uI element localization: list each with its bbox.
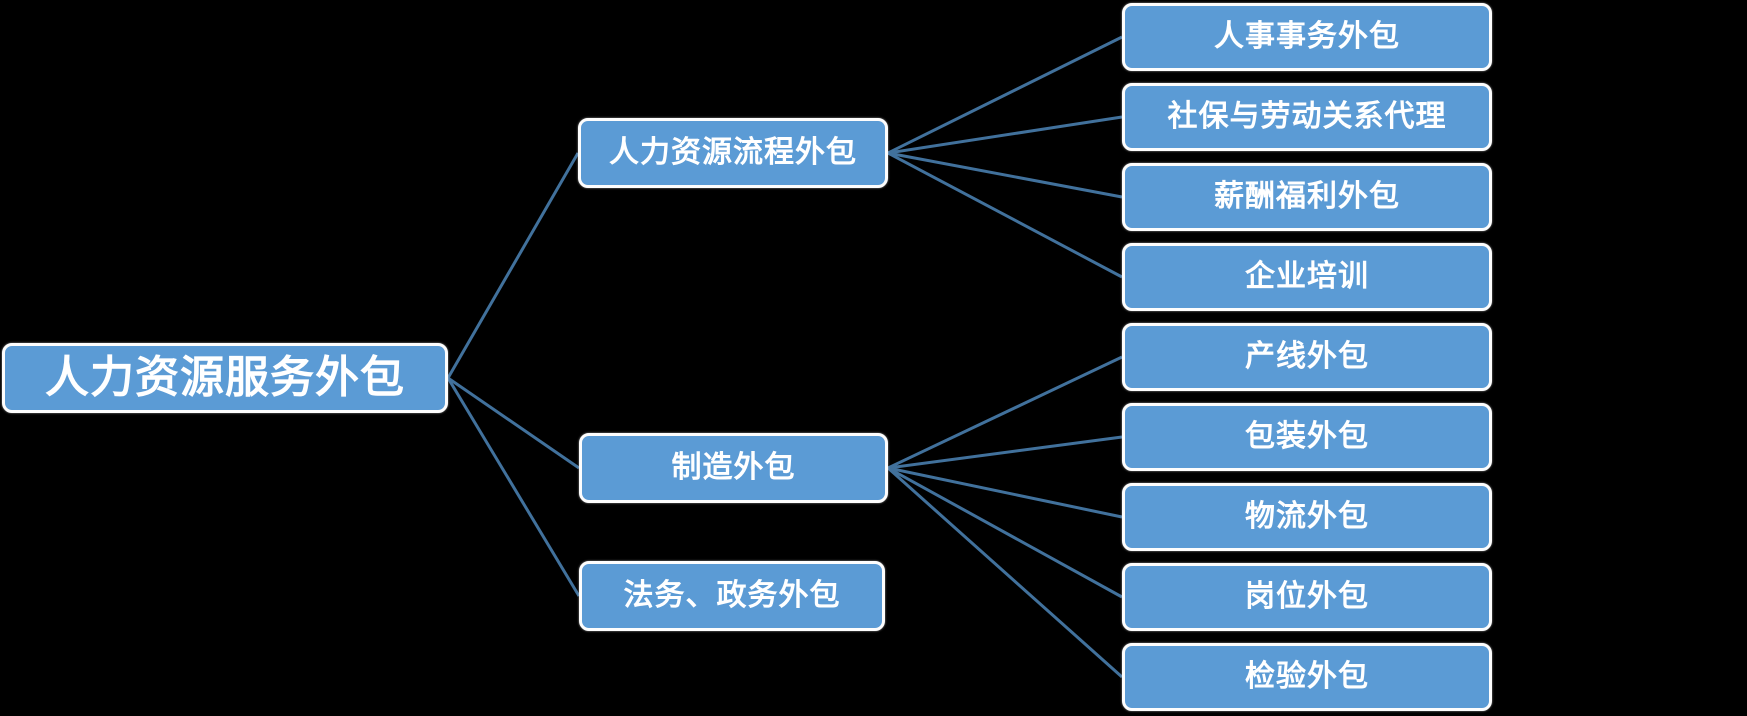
leaf-node-compensation-benefits: 薪酬福利外包 (1122, 163, 1492, 231)
connector-line (887, 115, 1123, 155)
leaf-node-production-line: 产线外包 (1122, 323, 1492, 391)
connector-line (446, 377, 581, 597)
leaf-node-inspection: 检验外包 (1122, 643, 1492, 711)
branch-node-manufacturing-outsourcing: 制造外包 (579, 433, 888, 503)
connector-line (887, 151, 1123, 199)
branch-node-hr-process-outsourcing: 人力资源流程外包 (578, 118, 888, 188)
connector-line (887, 435, 1123, 470)
connector-line (446, 152, 580, 379)
connector-line (887, 466, 1123, 679)
leaf-node-corporate-training: 企业培训 (1122, 243, 1492, 311)
root-node-hr-service-outsourcing: 人力资源服务外包 (2, 343, 448, 413)
connector-line (447, 376, 580, 470)
leaf-node-personnel-affairs: 人事事务外包 (1122, 3, 1492, 71)
leaf-node-social-security-labor-relations: 社保与劳动关系代理 (1122, 83, 1492, 151)
connector-line (887, 466, 1123, 519)
leaf-node-packaging: 包装外包 (1122, 403, 1492, 471)
connector-line (887, 35, 1123, 155)
connector-line (887, 151, 1123, 279)
connector-line (887, 466, 1123, 599)
leaf-node-logistics: 物流外包 (1122, 483, 1492, 551)
connector-line (887, 355, 1123, 470)
leaf-node-position: 岗位外包 (1122, 563, 1492, 631)
branch-node-legal-government-outsourcing: 法务、政务外包 (579, 561, 885, 631)
